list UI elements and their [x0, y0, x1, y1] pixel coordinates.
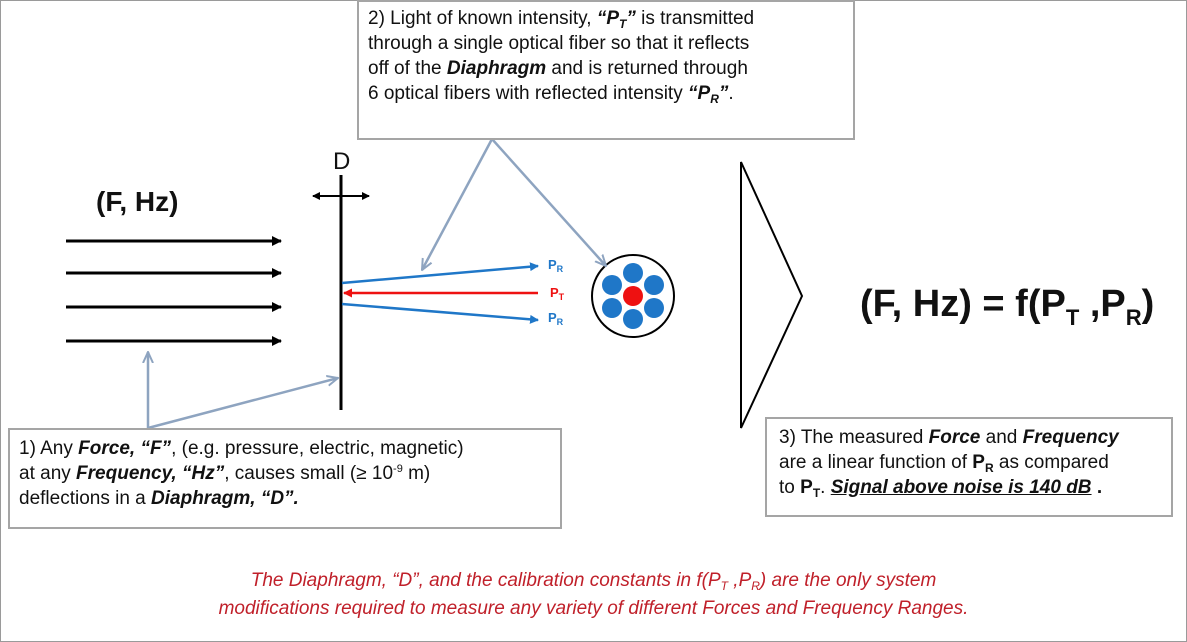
box3-text: as compared — [993, 452, 1109, 473]
box2-pr-quote: ” — [718, 83, 729, 104]
pt-label: PT — [550, 285, 565, 302]
pr-label-top: PR — [548, 257, 564, 274]
box3-text: . — [820, 477, 831, 498]
box2-text: is transmitted — [635, 8, 755, 29]
reflected-ray-bottom — [341, 302, 539, 324]
box2-text: through a single optical fiber so that i… — [368, 33, 750, 54]
equation-part: (F, Hz) = f(P — [860, 283, 1066, 325]
pr-top-sub: R — [556, 264, 564, 274]
box3-text: . — [1091, 477, 1103, 498]
callout-light-transmission: 2) Light of known intensity, “PT” is tra… — [357, 0, 855, 140]
box3-force: Force — [928, 427, 981, 448]
box3-text: are a linear function of — [779, 452, 973, 473]
box3-text: and — [980, 427, 1023, 448]
box2-pr-symbol: “P — [688, 83, 711, 104]
footnote-text: ,P — [728, 570, 752, 591]
equation-sub-t: T — [1065, 305, 1080, 330]
equation-sub-r: R — [1125, 305, 1142, 330]
box1-text: , causes small (≥ 10 — [224, 463, 394, 484]
callout-measurement: 3) The measured Force and Frequency are … — [765, 417, 1173, 517]
footnote-text: modifications required to measure any va… — [218, 598, 969, 619]
box3-pr: P — [972, 452, 985, 473]
footnote: The Diaphragm, “D”, and the calibration … — [0, 567, 1187, 623]
pt-p: P — [550, 285, 559, 300]
reflected-ray-top — [341, 262, 539, 285]
box1-text: , (e.g. pressure, electric, magnetic) — [171, 438, 464, 459]
box2-text: and is returned through — [546, 58, 748, 79]
pt-sub: T — [558, 292, 565, 302]
chevron-shape — [740, 161, 804, 429]
equation-part: ) — [1141, 283, 1155, 325]
force-frequency-label: (F, Hz) — [96, 186, 179, 217]
callout-arrow — [147, 378, 338, 430]
box2-pt-subscript: T — [619, 17, 627, 31]
box2-text: 2) Light of known intensity, — [368, 8, 597, 29]
box3-text: 3) The measured — [779, 427, 929, 448]
box1-exponent: -9 — [393, 463, 403, 475]
box1-text: deflections in a — [19, 488, 152, 509]
pr-label-bottom: PR — [548, 310, 564, 327]
callout-arrow — [491, 138, 606, 266]
box1-text: 1) Any — [19, 438, 79, 459]
box3-pr-sub: R — [984, 461, 994, 475]
footnote-text: ) are the only system — [759, 570, 937, 591]
box1-diaphragm: Diaphragm, “D”. — [151, 488, 299, 509]
box2-diaphragm: Diaphragm — [446, 58, 547, 79]
box2-text: . — [728, 83, 734, 104]
box1-text: at any — [19, 463, 77, 484]
box2-pt-symbol: “P — [596, 8, 620, 29]
box2-text: 6 optical fibers with reflected intensit… — [368, 83, 688, 104]
fiber-bundle — [591, 254, 675, 338]
footnote-text: The Diaphragm, “D”, and the calibration … — [250, 570, 721, 591]
diaphragm-label: D — [333, 148, 351, 175]
box2-pt-quote: ” — [626, 8, 636, 29]
pr-top-p: P — [548, 257, 557, 272]
box3-pt-sub: T — [812, 486, 821, 500]
callout-force-frequency: 1) Any Force, “F”, (e.g. pressure, elect… — [8, 428, 562, 529]
box2-pr-subscript: R — [710, 92, 719, 106]
box1-text: m) — [402, 463, 431, 484]
box1-frequency: Frequency, “Hz” — [76, 463, 225, 484]
pr-bot-sub: R — [556, 317, 564, 327]
box1-force: Force, “F” — [78, 438, 172, 459]
box2-text: off of the — [368, 58, 447, 79]
footnote-sub-r: R — [751, 579, 760, 593]
box3-signal: Signal above noise is 140 dB — [830, 477, 1092, 498]
box3-frequency: Frequency — [1022, 427, 1119, 448]
equation-part: ,P — [1079, 283, 1126, 325]
pr-bot-p: P — [548, 310, 557, 325]
equation: (F, Hz) = f(PT ,PR) — [860, 283, 1155, 329]
footnote-sub-t: T — [720, 579, 729, 593]
box3-text: to — [779, 477, 801, 498]
callout-arrow — [422, 138, 494, 270]
box3-pt: P — [800, 477, 813, 498]
